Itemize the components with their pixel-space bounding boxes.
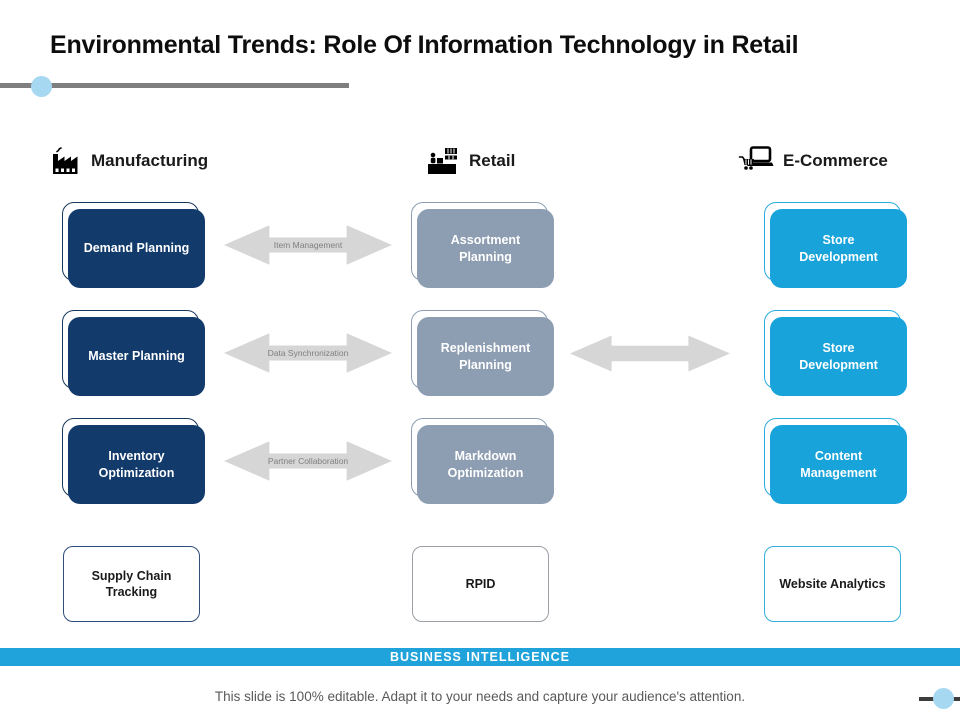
- retail-ecommerce-arrow-icon: [570, 335, 730, 372]
- box-label: Assortment Planning: [417, 209, 554, 288]
- rpid-box: RPID: [412, 546, 549, 622]
- supply-chain-tracking-box: Supply Chain Tracking: [63, 546, 200, 622]
- box-label: Store Development: [770, 317, 907, 396]
- title-underline: [0, 83, 349, 88]
- accent-dot-icon: [31, 76, 52, 97]
- checkout-counter-icon: [426, 146, 460, 176]
- box-label: Content Management: [770, 425, 907, 504]
- box-label: Store Development: [770, 209, 907, 288]
- column-header-manufacturing: Manufacturing: [50, 144, 208, 178]
- arrow-data-synchronization: Data Synchronization: [224, 332, 392, 374]
- arrow-item-management: Item Management: [224, 224, 392, 266]
- retail-box-1: Assortment Planning: [411, 202, 554, 288]
- box-label: Demand Planning: [68, 209, 205, 288]
- column-header-retail: Retail: [426, 144, 515, 178]
- ecommerce-box-2: Store Development: [764, 310, 907, 396]
- page-title: Environmental Trends: Role Of Informatio…: [50, 31, 799, 59]
- retail-box-2: Replenishment Planning: [411, 310, 554, 396]
- ecommerce-box-1: Store Development: [764, 202, 907, 288]
- website-analytics-box: Website Analytics: [764, 546, 901, 622]
- box-label: Replenishment Planning: [417, 317, 554, 396]
- manufacturing-box-2: Master Planning: [62, 310, 205, 396]
- box-label: Inventory Optimization: [68, 425, 205, 504]
- laptop-shopping-cart-icon: [738, 146, 774, 176]
- column-header-label: Retail: [469, 151, 516, 170]
- arrow-label: Item Management: [273, 240, 343, 250]
- factory-icon: [50, 147, 82, 175]
- arrow-label: Data Synchronization: [267, 348, 349, 358]
- arrow-partner-collaboration: Partner Collaboration: [224, 440, 392, 482]
- column-header-ecommerce: E-Commerce: [738, 144, 888, 178]
- box-label: Markdown Optimization: [417, 425, 554, 504]
- arrow-label: Partner Collaboration: [267, 456, 349, 466]
- column-header-label: E-Commerce: [783, 151, 888, 170]
- column-header-label: Manufacturing: [91, 151, 209, 170]
- box-label: Master Planning: [68, 317, 205, 396]
- footer-note: This slide is 100% editable. Adapt it to…: [214, 689, 746, 704]
- banner-business-intelligence: BUSINESS INTELLIGENCE: [0, 648, 960, 666]
- ecommerce-box-3: Content Management: [764, 418, 907, 504]
- retail-box-3: Markdown Optimization: [411, 418, 554, 504]
- corner-accent-dot-icon: [933, 688, 954, 709]
- manufacturing-box-3: Inventory Optimization: [62, 418, 205, 504]
- manufacturing-box-1: Demand Planning: [62, 202, 205, 288]
